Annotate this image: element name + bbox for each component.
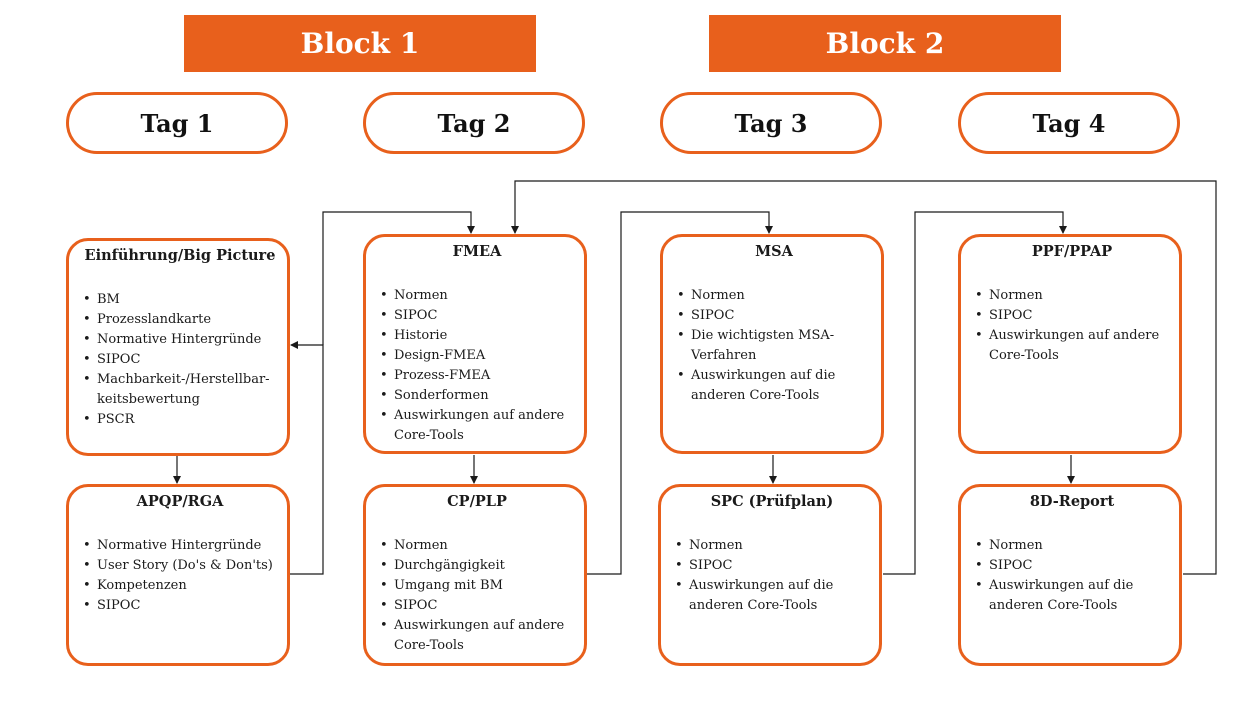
card-msa: MSA NormenSIPOCDie wichtigsten MSA-Verfa…: [660, 234, 884, 454]
list-item: Auswirkungen auf andere Core-Tools: [975, 326, 1171, 366]
card-title: PPF/PPAP: [1031, 243, 1113, 260]
list-item: Sonderformen: [380, 386, 576, 406]
day-4-pill: Tag 4: [958, 92, 1180, 154]
list-item: SIPOC: [675, 556, 871, 576]
list-item: Normative Hintergründe: [83, 330, 279, 350]
card-list: NormenSIPOCAuswirkungen auf die anderen …: [673, 536, 871, 616]
list-item: PSCR: [83, 410, 279, 430]
card-einfuehrung: Einführung/Big Picture BMProzesslandkart…: [66, 238, 290, 456]
list-item: Normen: [380, 536, 576, 556]
list-item: Historie: [380, 326, 576, 346]
card-title: SPC (Prüfplan): [710, 493, 834, 510]
day-1-pill: Tag 1: [66, 92, 288, 154]
block-1-header: Block 1: [184, 15, 536, 72]
card-title: FMEA: [452, 243, 502, 260]
card-cp-plp: CP/PLP NormenDurchgängigkeitUmgang mit B…: [363, 484, 587, 666]
list-item: Auswirkungen auf die anderen Core-Tools: [675, 576, 871, 616]
list-item: Machbarkeit-/Herstellbar-keitsbewertung: [83, 370, 279, 410]
list-item: Normen: [380, 286, 576, 306]
list-item: Normen: [975, 536, 1171, 556]
card-list: NormenSIPOCAuswirkungen auf die anderen …: [973, 536, 1171, 616]
card-spc: SPC (Prüfplan) NormenSIPOCAuswirkungen a…: [658, 484, 882, 666]
list-item: Normen: [675, 536, 871, 556]
card-title: APQP/RGA: [136, 493, 224, 510]
card-title: 8D-Report: [1029, 493, 1115, 510]
list-item: SIPOC: [380, 596, 576, 616]
list-item: Prozesslandkarte: [83, 310, 279, 330]
list-item: Prozess-FMEA: [380, 366, 576, 386]
day-3-pill: Tag 3: [660, 92, 882, 154]
card-title: MSA: [755, 243, 793, 260]
list-item: Normen: [975, 286, 1171, 306]
list-item: Auswirkungen auf die anderen Core-Tools: [975, 576, 1171, 616]
card-title: CP/PLP: [447, 493, 507, 510]
list-item: SIPOC: [83, 596, 279, 616]
list-item: Auswirkungen auf andere Core-Tools: [380, 616, 576, 656]
card-fmea: FMEA NormenSIPOCHistorieDesign-FMEAProze…: [363, 234, 587, 454]
card-ppf-ppap: PPF/PPAP NormenSIPOCAuswirkungen auf and…: [958, 234, 1182, 454]
block-2-header: Block 2: [709, 15, 1061, 72]
list-item: SIPOC: [975, 556, 1171, 576]
card-apqp: APQP/RGA Normative HintergründeUser Stor…: [66, 484, 290, 666]
card-8d-report: 8D-Report NormenSIPOCAuswirkungen auf di…: [958, 484, 1182, 666]
list-item: User Story (Do's & Don'ts): [83, 556, 279, 576]
card-list: Normative HintergründeUser Story (Do's &…: [81, 536, 279, 616]
list-item: Normative Hintergründe: [83, 536, 279, 556]
list-item: Design-FMEA: [380, 346, 576, 366]
list-item: SIPOC: [975, 306, 1171, 326]
list-item: SIPOC: [380, 306, 576, 326]
list-item: Kompetenzen: [83, 576, 279, 596]
list-item: Umgang mit BM: [380, 576, 576, 596]
list-item: Die wichtigsten MSA-Verfahren: [677, 326, 873, 366]
card-list: NormenDurchgängigkeitUmgang mit BMSIPOCA…: [378, 536, 576, 656]
card-list: BMProzesslandkarteNormative Hintergründe…: [81, 290, 279, 430]
list-item: Durchgängigkeit: [380, 556, 576, 576]
card-list: NormenSIPOCDie wichtigsten MSA-Verfahren…: [675, 286, 873, 406]
card-list: NormenSIPOCAuswirkungen auf andere Core-…: [973, 286, 1171, 366]
list-item: Auswirkungen auf die anderen Core-Tools: [677, 366, 873, 406]
list-item: BM: [83, 290, 279, 310]
day-2-pill: Tag 2: [363, 92, 585, 154]
card-list: NormenSIPOCHistorieDesign-FMEAProzess-FM…: [378, 286, 576, 446]
arrow-apqp-to-einfuehrung: [290, 341, 324, 575]
list-item: Normen: [677, 286, 873, 306]
card-title: Einführung/Big Picture: [84, 247, 276, 264]
list-item: SIPOC: [677, 306, 873, 326]
list-item: Auswirkungen auf andere Core-Tools: [380, 406, 576, 446]
list-item: SIPOC: [83, 350, 279, 370]
